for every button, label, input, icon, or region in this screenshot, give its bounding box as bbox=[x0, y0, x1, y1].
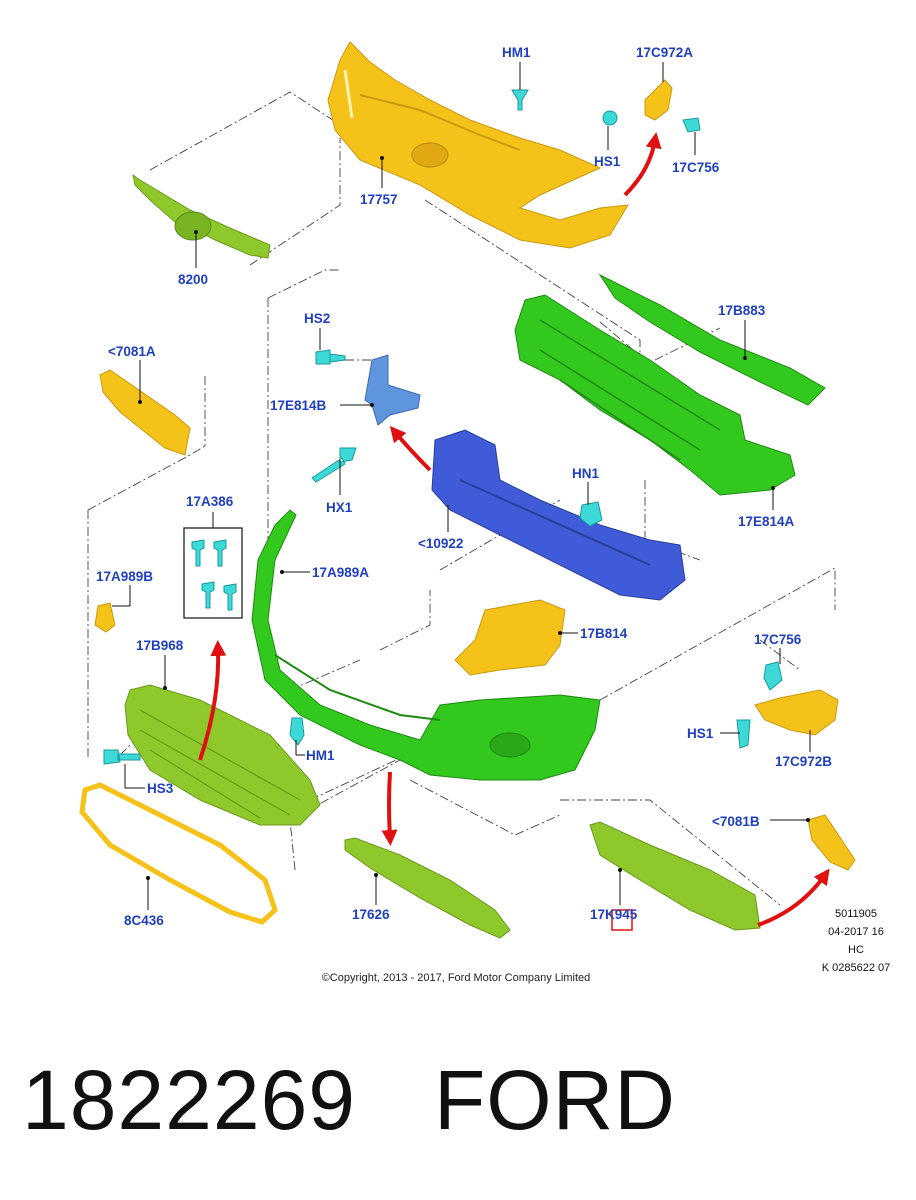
label-17k945: 17K945 bbox=[590, 907, 638, 922]
bumper-support-17e814a bbox=[514, 294, 796, 496]
label-hs2: HS2 bbox=[304, 311, 330, 326]
bumper-reinforcement-10922 bbox=[431, 429, 686, 601]
assembly-lines bbox=[87, 91, 836, 906]
label-hx1: HX1 bbox=[326, 500, 353, 515]
lower-grille-17b968 bbox=[124, 684, 321, 826]
label-17c756-right: 17C756 bbox=[754, 632, 802, 647]
label-17757: 17757 bbox=[360, 192, 398, 207]
label-17c756-top: 17C756 bbox=[672, 160, 720, 175]
label-17626: 17626 bbox=[352, 907, 390, 922]
brand-name: FORD bbox=[434, 1053, 676, 1147]
bumper-cover-upper bbox=[327, 41, 629, 249]
fastener-kit-17a386 bbox=[183, 527, 243, 619]
label-hs1-right: HS1 bbox=[687, 726, 714, 741]
label-17c972a: 17C972A bbox=[636, 45, 693, 60]
diagram-code-block: 5011905 04-2017 16 HC K 0285622 07 bbox=[822, 908, 891, 974]
bracket-17c972a bbox=[644, 79, 673, 121]
part-labels: HM1 17C972A HS1 17C756 17757 8200 17B883… bbox=[96, 45, 832, 928]
bumper-cover-lower-17a989a bbox=[251, 509, 601, 781]
assembly-arrows bbox=[198, 132, 830, 927]
bracket-17a989b bbox=[94, 602, 116, 633]
side-bracket-7081b bbox=[807, 814, 856, 871]
leader-lines bbox=[112, 62, 811, 910]
label-hm1-top: HM1 bbox=[502, 45, 531, 60]
label-17a989a: 17A989A bbox=[312, 565, 369, 580]
code-line-4: K 0285622 07 bbox=[822, 962, 891, 974]
bracket-17b814 bbox=[454, 599, 566, 676]
grille-seal-8c436 bbox=[79, 782, 278, 925]
label-7081a: <7081A bbox=[108, 344, 156, 359]
label-17b883: 17B883 bbox=[718, 303, 766, 318]
label-17a989b: 17A989B bbox=[96, 569, 153, 584]
side-bracket-7081a bbox=[99, 369, 191, 456]
exploded-parts-diagram: HM1 17C972A HS1 17C756 17757 8200 17B883… bbox=[79, 41, 891, 984]
label-17c972b: 17C972B bbox=[775, 754, 832, 769]
bracket-17e814b bbox=[364, 354, 421, 426]
code-line-3: HC bbox=[848, 944, 864, 956]
reinforcement-strip-17b883 bbox=[598, 273, 826, 406]
label-hs1-top: HS1 bbox=[594, 154, 621, 169]
label-hm1-bottom: HM1 bbox=[306, 748, 335, 763]
radiator-grille bbox=[132, 173, 271, 259]
label-hs3: HS3 bbox=[147, 781, 174, 796]
label-17e814a: 17E814A bbox=[738, 514, 795, 529]
label-8200: 8200 bbox=[178, 272, 208, 287]
lower-lip-17626 bbox=[344, 837, 511, 939]
label-17b968: 17B968 bbox=[136, 638, 184, 653]
label-17a386: 17A386 bbox=[186, 494, 234, 509]
code-line-1: 5011905 bbox=[835, 908, 877, 920]
label-17b814: 17B814 bbox=[580, 626, 628, 641]
code-line-2: 04-2017 16 bbox=[828, 926, 884, 938]
part-number: 1822269 bbox=[22, 1053, 357, 1147]
label-8c436: 8C436 bbox=[124, 913, 164, 928]
label-10922: <10922 bbox=[418, 536, 463, 551]
label-17e814b: 17E814B bbox=[270, 398, 327, 413]
bracket-17c972b bbox=[754, 689, 839, 736]
label-7081b: <7081B bbox=[712, 814, 760, 829]
fasteners bbox=[103, 89, 783, 765]
copyright-notice: ©Copyright, 2013 - 2017, Ford Motor Comp… bbox=[322, 972, 591, 984]
label-hn1: HN1 bbox=[572, 466, 599, 481]
lower-spoiler-17k945 bbox=[589, 821, 761, 931]
